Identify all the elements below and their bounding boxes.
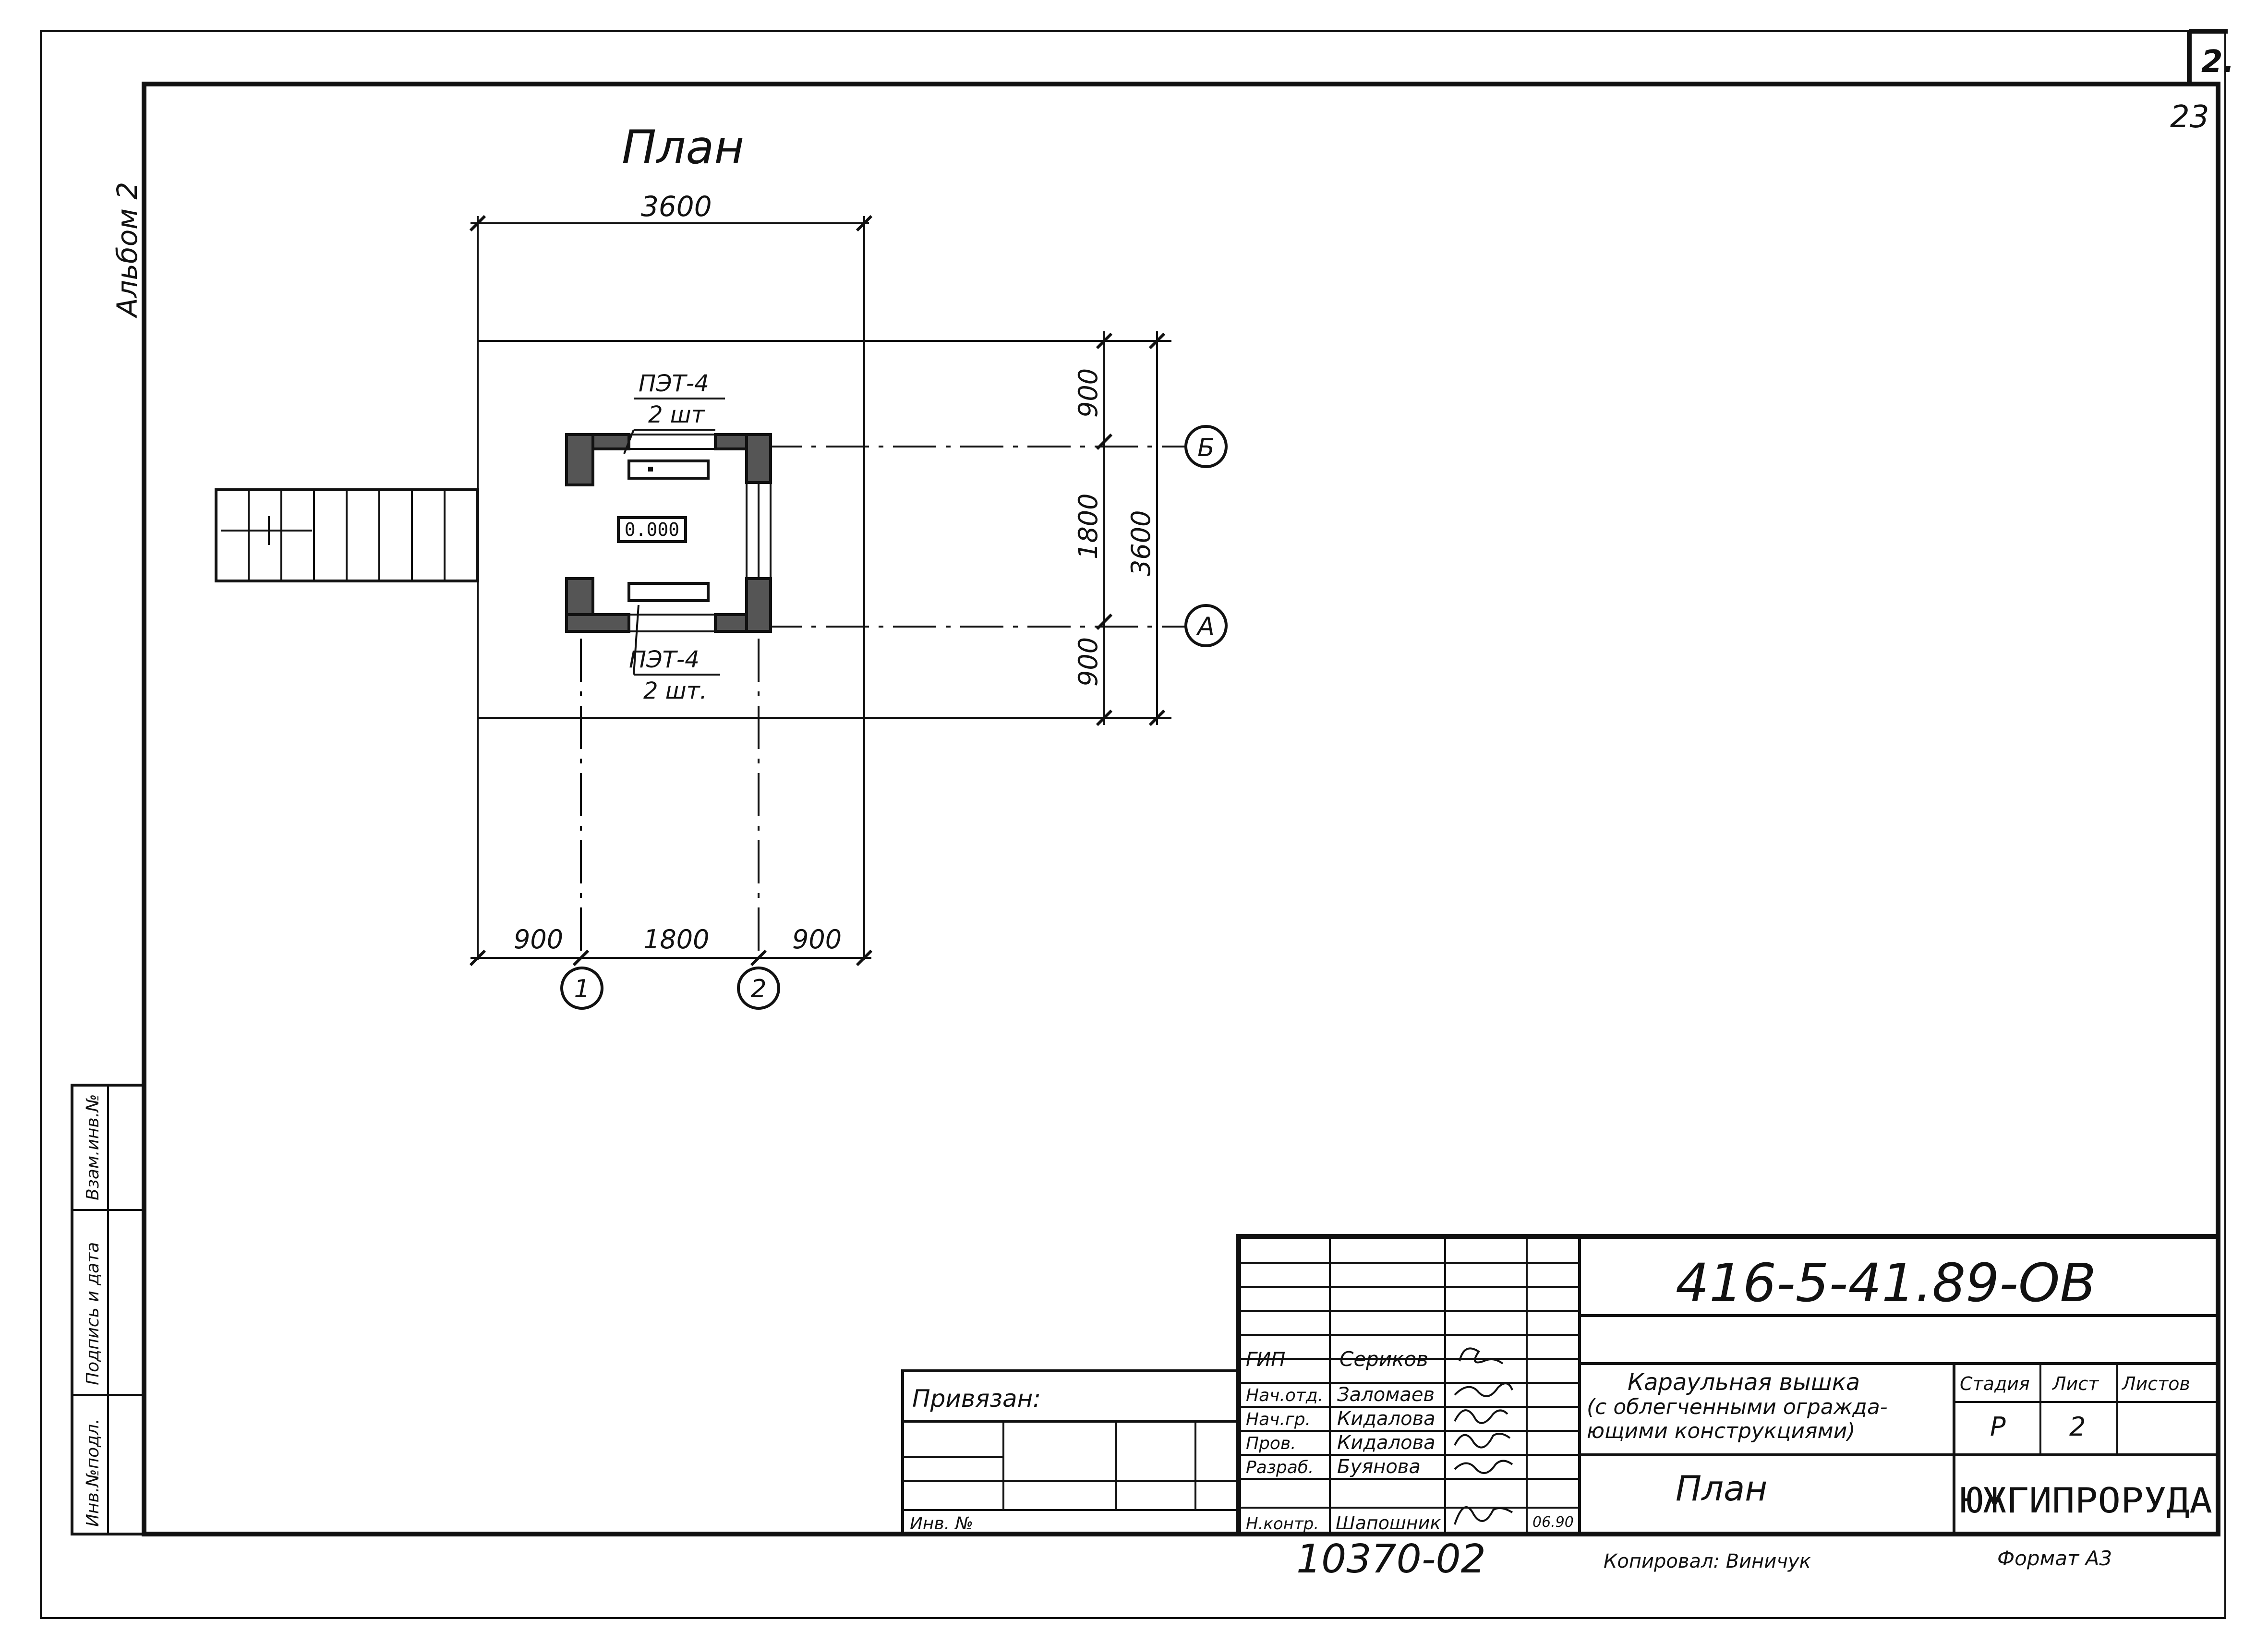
name-head-dept: Заломаев xyxy=(1337,1384,1435,1406)
document-code: 416-5-41.89-ОВ xyxy=(1676,1252,2096,1314)
sheet-name: План xyxy=(1676,1468,1767,1509)
plan-heading: План xyxy=(622,121,744,174)
margin-album-label: Альбом 2 xyxy=(111,182,144,319)
name-gip: Сериков xyxy=(1339,1347,1428,1371)
role-head-group: Нач.гр. xyxy=(1246,1410,1311,1429)
cabin: 0.000 xyxy=(565,433,772,633)
name-norm-control: Шапошник xyxy=(1336,1512,1441,1534)
top-right-number-box xyxy=(2187,29,2228,84)
heater-top-label-2: 2 шт xyxy=(648,401,706,428)
signature-developed xyxy=(1454,1460,1513,1474)
dim-bottom-seg-1: 900 xyxy=(514,924,563,955)
paper-format: Формат А3 xyxy=(1997,1547,2112,1570)
title-block: Привязан: Инв. № ГИП Нач.отд. Нач.гр. Пр… xyxy=(901,1234,2220,1536)
dim-right-seg-1: 900 xyxy=(1073,368,1103,418)
sheets-header: Листов xyxy=(2121,1373,2190,1394)
sheet-value: 2 xyxy=(2069,1412,2086,1442)
heater-bottom-label-2: 2 шт. xyxy=(643,677,707,704)
level-mark: 0.000 xyxy=(625,519,679,540)
role-developed: Разраб. xyxy=(1246,1458,1314,1477)
outer-trim-line xyxy=(40,30,2226,1619)
cabin-wall-right-top xyxy=(745,433,772,484)
dim-right-seg-2: 1800 xyxy=(1073,494,1103,559)
object-name-line-3: ющими конструкциями) xyxy=(1587,1419,1855,1443)
axis-col-1-bubble xyxy=(560,967,603,1010)
cabin-window-top xyxy=(628,434,716,450)
role-gip: ГИП xyxy=(1246,1349,1285,1371)
role-checked: Пров. xyxy=(1246,1434,1296,1453)
dim-bottom-seg-3: 900 xyxy=(792,924,842,955)
stage-value: Р xyxy=(1990,1412,2006,1442)
dim-top-overall: 3600 xyxy=(641,190,712,223)
date-norm-control: 06.90 xyxy=(1532,1514,1574,1531)
name-checked: Кидалова xyxy=(1337,1432,1436,1454)
role-head-dept: Нач.отд. xyxy=(1246,1386,1323,1405)
level-mark-box xyxy=(617,516,687,543)
object-name-line-1: Караульная вышка xyxy=(1628,1369,1860,1396)
side-stamp-replace-label: Взам.инв.№ xyxy=(83,1094,103,1200)
heater-bottom xyxy=(627,582,710,602)
axis-lines xyxy=(580,446,1186,955)
sheet-header: Лист xyxy=(2051,1373,2099,1394)
name-head-group: Кидалова xyxy=(1337,1408,1436,1430)
bottom-dimensions: 900 1800 900 xyxy=(469,924,873,967)
role-norm-control: Н.контр. xyxy=(1246,1514,1319,1534)
heater-top xyxy=(627,459,710,480)
dim-right-seg-3: 900 xyxy=(1073,637,1103,687)
axis-row-a-label: А xyxy=(1196,612,1215,641)
bound-label: Привязан: xyxy=(912,1385,1041,1413)
signature-gip xyxy=(1459,1347,1504,1365)
copied-by: Копировал: Виничук xyxy=(1604,1550,1811,1572)
cabin-wall-left-top xyxy=(565,433,594,486)
axis-row-a-bubble xyxy=(1184,604,1228,647)
inv-label: Инв. № xyxy=(910,1514,973,1534)
page-number: 23 xyxy=(2170,99,2209,135)
side-stamp-signature-label: Подпись и дата xyxy=(83,1242,103,1385)
axis-col-2-bubble xyxy=(737,967,780,1010)
dim-bottom-seg-2: 1800 xyxy=(643,924,709,955)
heater-top-label-1: ПЭТ-4 xyxy=(639,370,709,397)
cabin-wall-right-bottom xyxy=(745,577,772,633)
stair xyxy=(215,488,479,582)
sheet-number-top: 2. xyxy=(2201,44,2234,80)
dim-right-overall: 3600 xyxy=(1126,510,1156,576)
cabin-window-right xyxy=(758,482,772,580)
signature-norm-control xyxy=(1454,1506,1513,1525)
heater-top-callout: ПЭТ-4 2 шт xyxy=(623,370,725,454)
side-stamp-inv-label: Инв.№подл. xyxy=(83,1419,103,1527)
copy-number: 10370-02 xyxy=(1296,1536,1486,1582)
axis-row-b-label: Б xyxy=(1197,434,1215,462)
side-stamp: Инв.№подл. Подпись и дата Взам.инв.№ xyxy=(71,1084,145,1535)
object-name-line-2: (с облегченными огражда- xyxy=(1587,1395,1888,1419)
axis-row-b-bubble xyxy=(1184,425,1228,468)
signature-head-dept xyxy=(1454,1382,1513,1397)
cabin-window-bottom xyxy=(628,614,716,632)
axis-col-1-label: 1 xyxy=(574,975,590,1003)
cabin-wall-bottom-left xyxy=(565,613,630,633)
right-dimensions: 900 1800 900 3600 xyxy=(1073,331,1166,726)
stage-header: Стадия xyxy=(1960,1373,2030,1394)
heater-bottom-callout: ПЭТ-4 2 шт. xyxy=(629,604,720,704)
heater-bottom-label-1: ПЭТ-4 xyxy=(629,646,700,673)
name-developed: Буянова xyxy=(1337,1456,1421,1478)
top-dimension: 3600 xyxy=(469,190,873,960)
organization-name: ЮЖГИПРОРУДА xyxy=(1960,1480,2212,1521)
axis-col-2-label: 2 xyxy=(750,975,766,1003)
signature-head-group xyxy=(1454,1409,1508,1424)
signature-checked xyxy=(1454,1433,1511,1449)
platform-outline xyxy=(478,340,1171,719)
